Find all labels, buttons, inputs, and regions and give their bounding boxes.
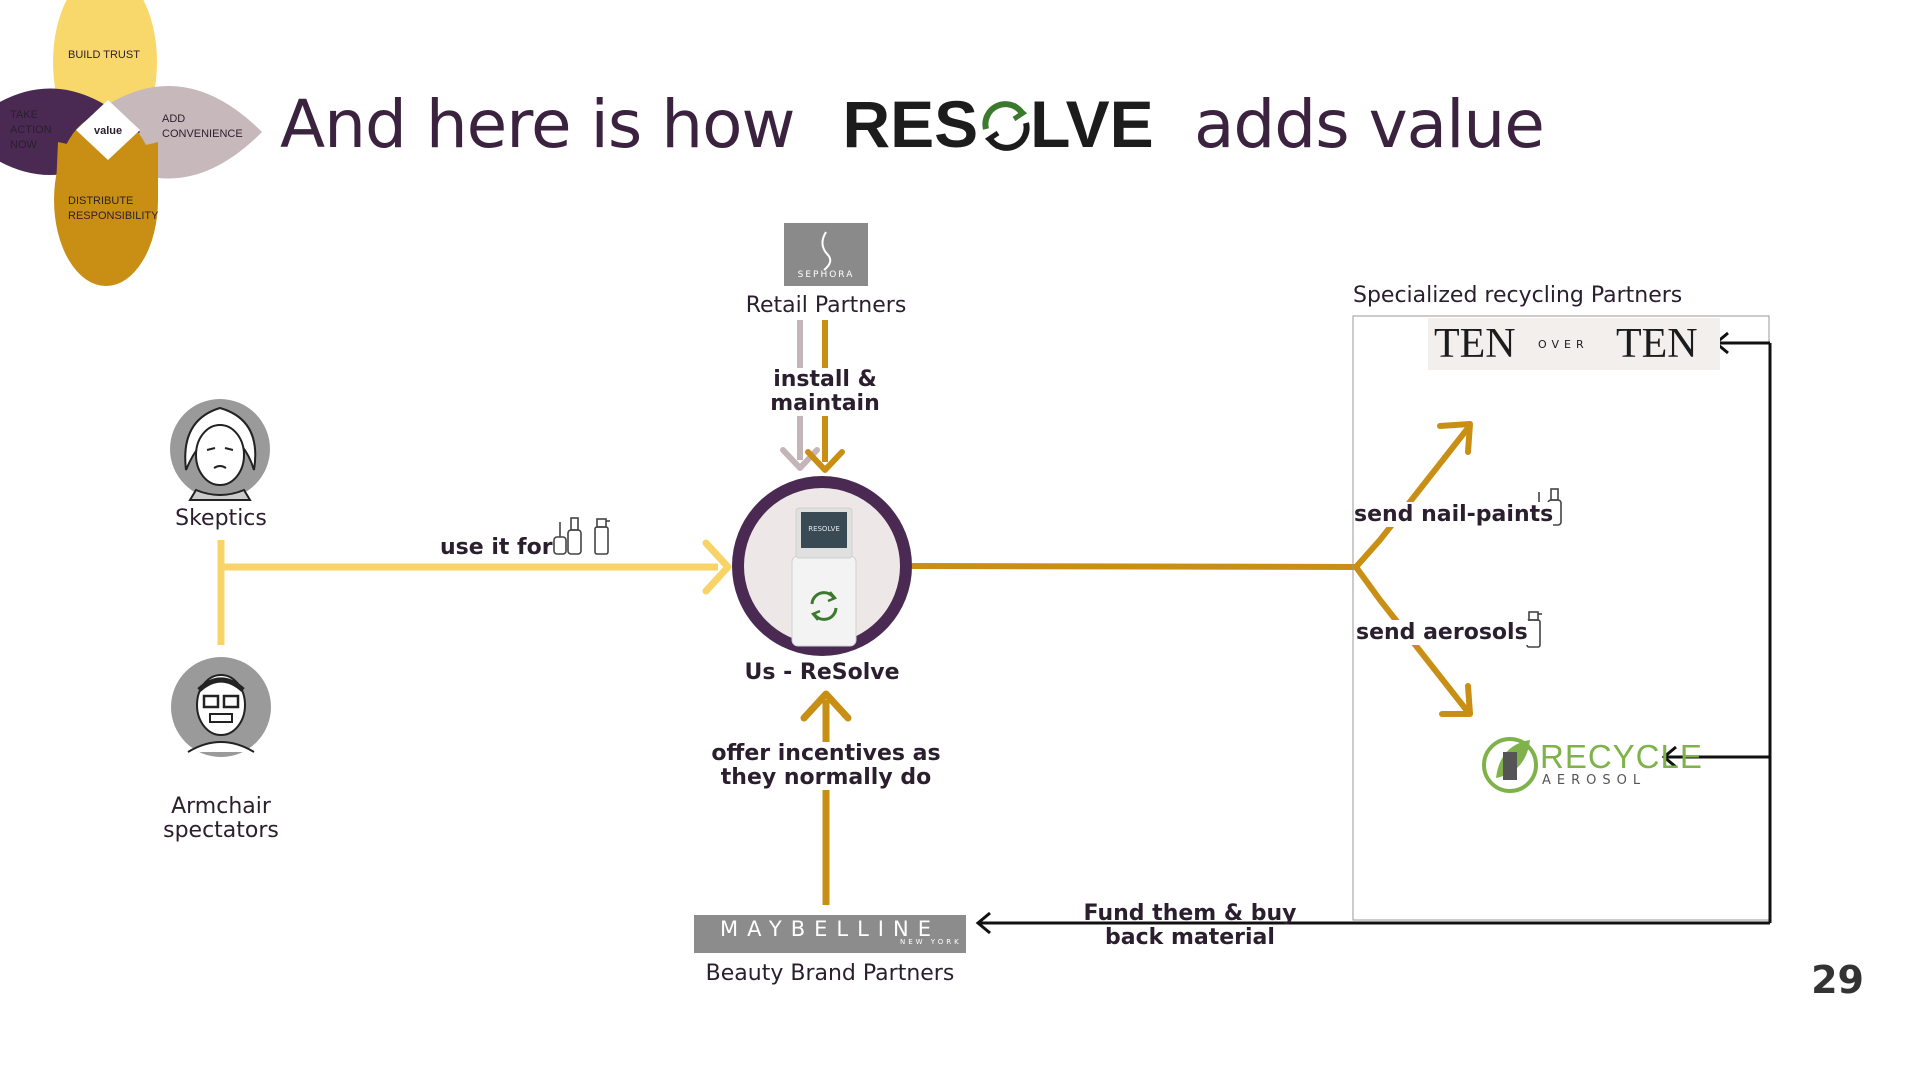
recycle-logo-bottom: AEROSOL [1542,773,1647,788]
tenovertem-right: TEN [1616,321,1698,367]
slide-title: And here is how RES LVE adds value [280,86,1545,163]
send-aerosols-label: send aerosols [1356,620,1528,645]
kiosk-screen [801,512,847,548]
brand-o-icon [978,99,1030,151]
aerosol-icon [594,518,610,555]
page-number: 29 [1811,958,1864,1002]
retail-partners-label: Retail Partners [745,293,907,318]
fund-label: Fund them & buy back material [1080,902,1300,950]
sephora-text: SEPHORA [797,270,855,280]
title-after: adds value [1193,86,1545,163]
kiosk-recycle-icon [810,591,838,621]
maybelline-logo [694,915,966,953]
armchair-label: Armchair spectators [150,795,292,843]
armchair-label-line2: spectators [163,818,279,843]
install-line2: maintain [770,391,880,416]
incentives-label: offer incentives as they normally do [710,742,942,790]
kiosk-screen-text: RESOLVE [808,525,840,533]
armchair-avatar [171,657,271,757]
armchair-label-line1: Armchair [171,794,271,819]
recycle-logo-top: RECYCLE [1540,738,1703,775]
fund-line1: Fund them & buy [1083,901,1297,926]
recycling-header: Specialized recycling Partners [1353,283,1683,308]
kiosk-body [791,555,857,647]
tenovertem-mid: OVER [1538,338,1589,351]
petal-label-build-trust: BUILD TRUST [68,49,140,61]
value-model-graphic [0,0,262,286]
title-before: And here is how [280,86,795,163]
value-center [76,100,140,160]
petal-label-distribute: DISTRIBUTE RESPONSIBILITY [68,195,159,222]
brand-left: RES [842,87,979,161]
recycle-aerosol-leaf-icon [1482,737,1538,793]
send-nail-label: send nail-paints [1354,502,1554,527]
maybelline-sub: NEW YORK [900,938,962,946]
brand-right: LVE [1030,87,1154,161]
petal-label-take-action: TAKE ACTION NOW [10,109,52,151]
install-maintain-label: install & maintain [740,368,910,416]
incentives-line1: offer incentives as [711,741,941,766]
maybelline-text: MAYBELLINE [720,917,940,941]
tenovertem-left: TEN [1434,321,1516,367]
aerosol-icon-right [1526,611,1542,648]
fund-line2: back material [1105,925,1275,950]
petal-label-add-convenience: ADD CONVENIENCE [162,113,243,140]
nail-paint-icon [553,517,582,555]
petal-label-center: value [94,125,123,137]
incentives-line2: they normally do [720,765,932,790]
use-it-for-label: use it for [440,535,553,560]
skeptics-label: Skeptics [175,506,267,531]
install-line1: install & [773,367,877,392]
skeptics-avatar [170,399,270,501]
recycling-partners-box [1352,315,1770,921]
beauty-brand-label: Beauty Brand Partners [705,961,955,986]
tenovertem-logo [1428,318,1720,370]
resolve-label: Us - ReSolve [744,660,900,685]
brand-resolve: RES LVE [842,87,1172,161]
